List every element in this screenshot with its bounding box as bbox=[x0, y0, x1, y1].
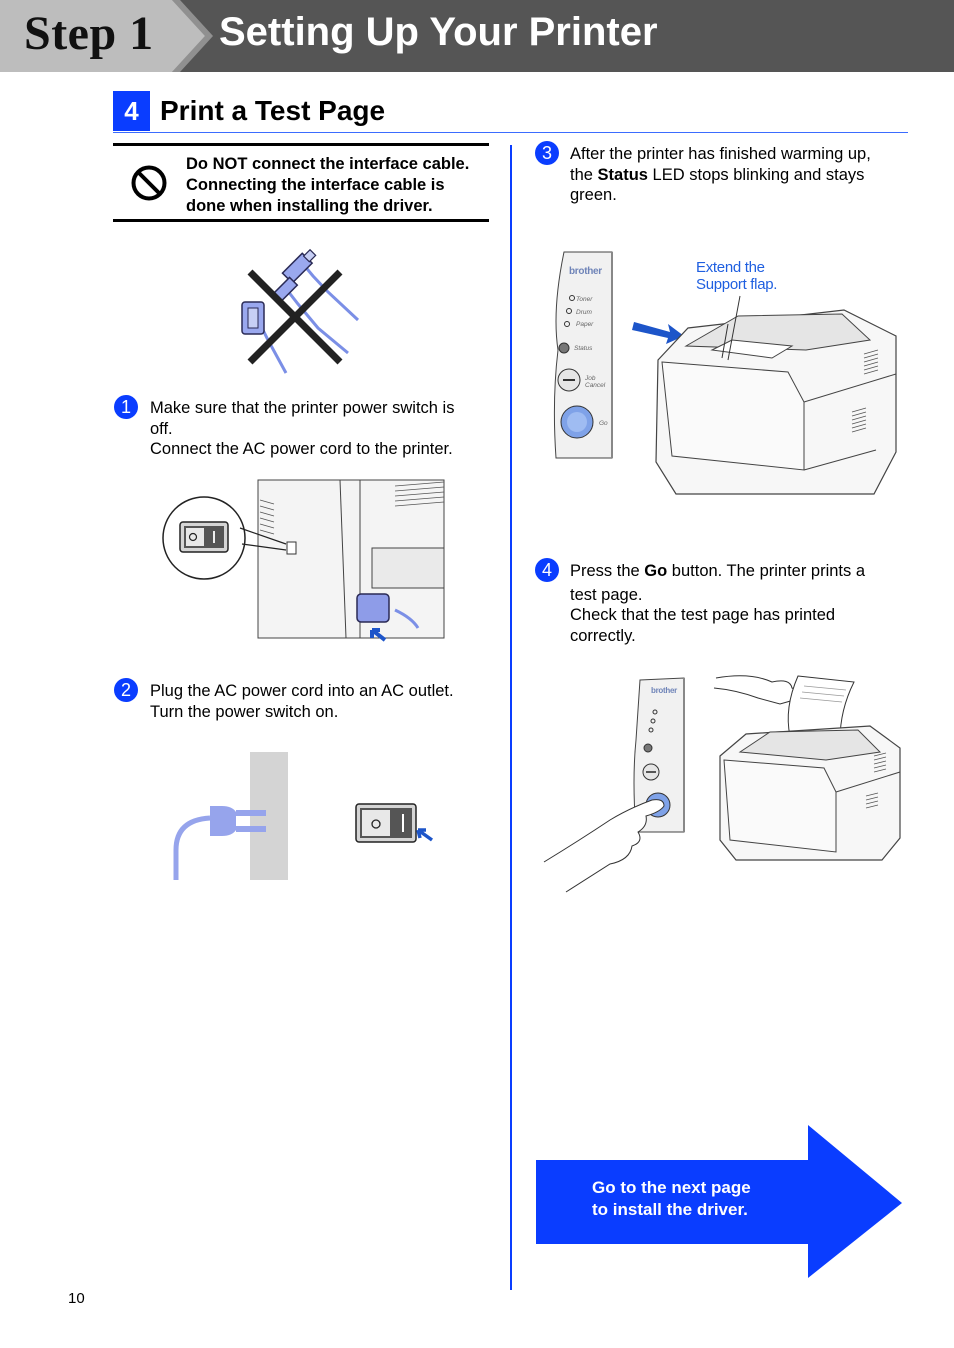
step-4-text: Press the Go button. The printer prints … bbox=[570, 561, 910, 646]
led-label-drum: Drum bbox=[576, 308, 592, 316]
warning-line: Do NOT connect the interface cable. bbox=[186, 155, 470, 173]
step-number-1: 1 bbox=[114, 395, 138, 419]
led-label-toner: Toner bbox=[576, 296, 593, 303]
step-4-line: correctly. bbox=[570, 626, 636, 645]
led-label-status: Status bbox=[574, 345, 593, 352]
step-4-line: test page. bbox=[570, 585, 643, 604]
prohibited-icon bbox=[131, 165, 167, 201]
outlet-plug-illustration bbox=[173, 752, 434, 880]
step-number-3: 3 bbox=[535, 141, 559, 165]
power-switch-illustration bbox=[162, 479, 445, 642]
column-divider bbox=[510, 145, 512, 1290]
step-1-text: Make sure that the printer power switch … bbox=[150, 398, 490, 460]
step-number-2: 2 bbox=[114, 678, 138, 702]
warning-line: done when installing the driver. bbox=[186, 197, 433, 215]
step-3-line: the Status LED stops blinking and stays bbox=[570, 165, 865, 184]
step-3-text: After the printer has finished warming u… bbox=[570, 144, 910, 206]
step-number-4: 4 bbox=[535, 558, 559, 582]
printer-warmup-illustration bbox=[553, 251, 897, 495]
step-2-text: Plug the AC power cord into an AC outlet… bbox=[150, 681, 490, 722]
step-label: Step 1 bbox=[24, 7, 154, 60]
job-cancel-label: Job Cancel bbox=[585, 375, 606, 389]
brand-logo: brother bbox=[569, 266, 602, 277]
step-2-line: Turn the power switch on. bbox=[150, 702, 339, 721]
no-interface-cable-illustration bbox=[241, 248, 360, 374]
led-label-paper: Paper bbox=[576, 321, 594, 328]
section-number-badge: 4 bbox=[113, 91, 150, 131]
step-2-line: Plug the AC power cord into an AC outlet… bbox=[150, 682, 454, 700]
led-labels: Toner Drum Paper bbox=[576, 294, 593, 332]
test-page-illustration bbox=[543, 675, 901, 893]
page-title: Setting Up Your Printer bbox=[219, 10, 658, 54]
step-1-line: Connect the AC power cord to the printer… bbox=[150, 440, 453, 458]
page-number: 10 bbox=[68, 1290, 85, 1307]
section-rule bbox=[113, 132, 908, 133]
step-1-line: Make sure that the printer power switch … bbox=[150, 399, 455, 417]
section-title: Print a Test Page bbox=[160, 95, 386, 126]
warning-rule-bottom bbox=[113, 219, 489, 222]
warning-text: Do NOT connect the interface cable. Conn… bbox=[186, 154, 496, 217]
support-flap-callout: Extend the Support flap. bbox=[696, 259, 778, 293]
step-1-line: off. bbox=[150, 419, 173, 438]
step-3-line: green. bbox=[570, 186, 617, 204]
go-label: Go bbox=[599, 420, 608, 427]
warning-rule-top bbox=[113, 143, 489, 146]
step-3-line: After the printer has finished warming u… bbox=[570, 145, 871, 163]
header-banner bbox=[0, 0, 954, 72]
step-4-line: Press the Go button. The printer prints … bbox=[570, 562, 866, 580]
next-page-text: Go to the next page to install the drive… bbox=[592, 1178, 751, 1219]
next-page-arrow bbox=[536, 1125, 902, 1278]
status-emphasis: Status bbox=[597, 165, 648, 184]
brand-logo-small: brother bbox=[651, 686, 677, 695]
go-emphasis: Go bbox=[644, 562, 668, 580]
warning-line: Connecting the interface cable is bbox=[186, 176, 445, 194]
step-4-line: Check that the test page has printed bbox=[570, 606, 836, 624]
